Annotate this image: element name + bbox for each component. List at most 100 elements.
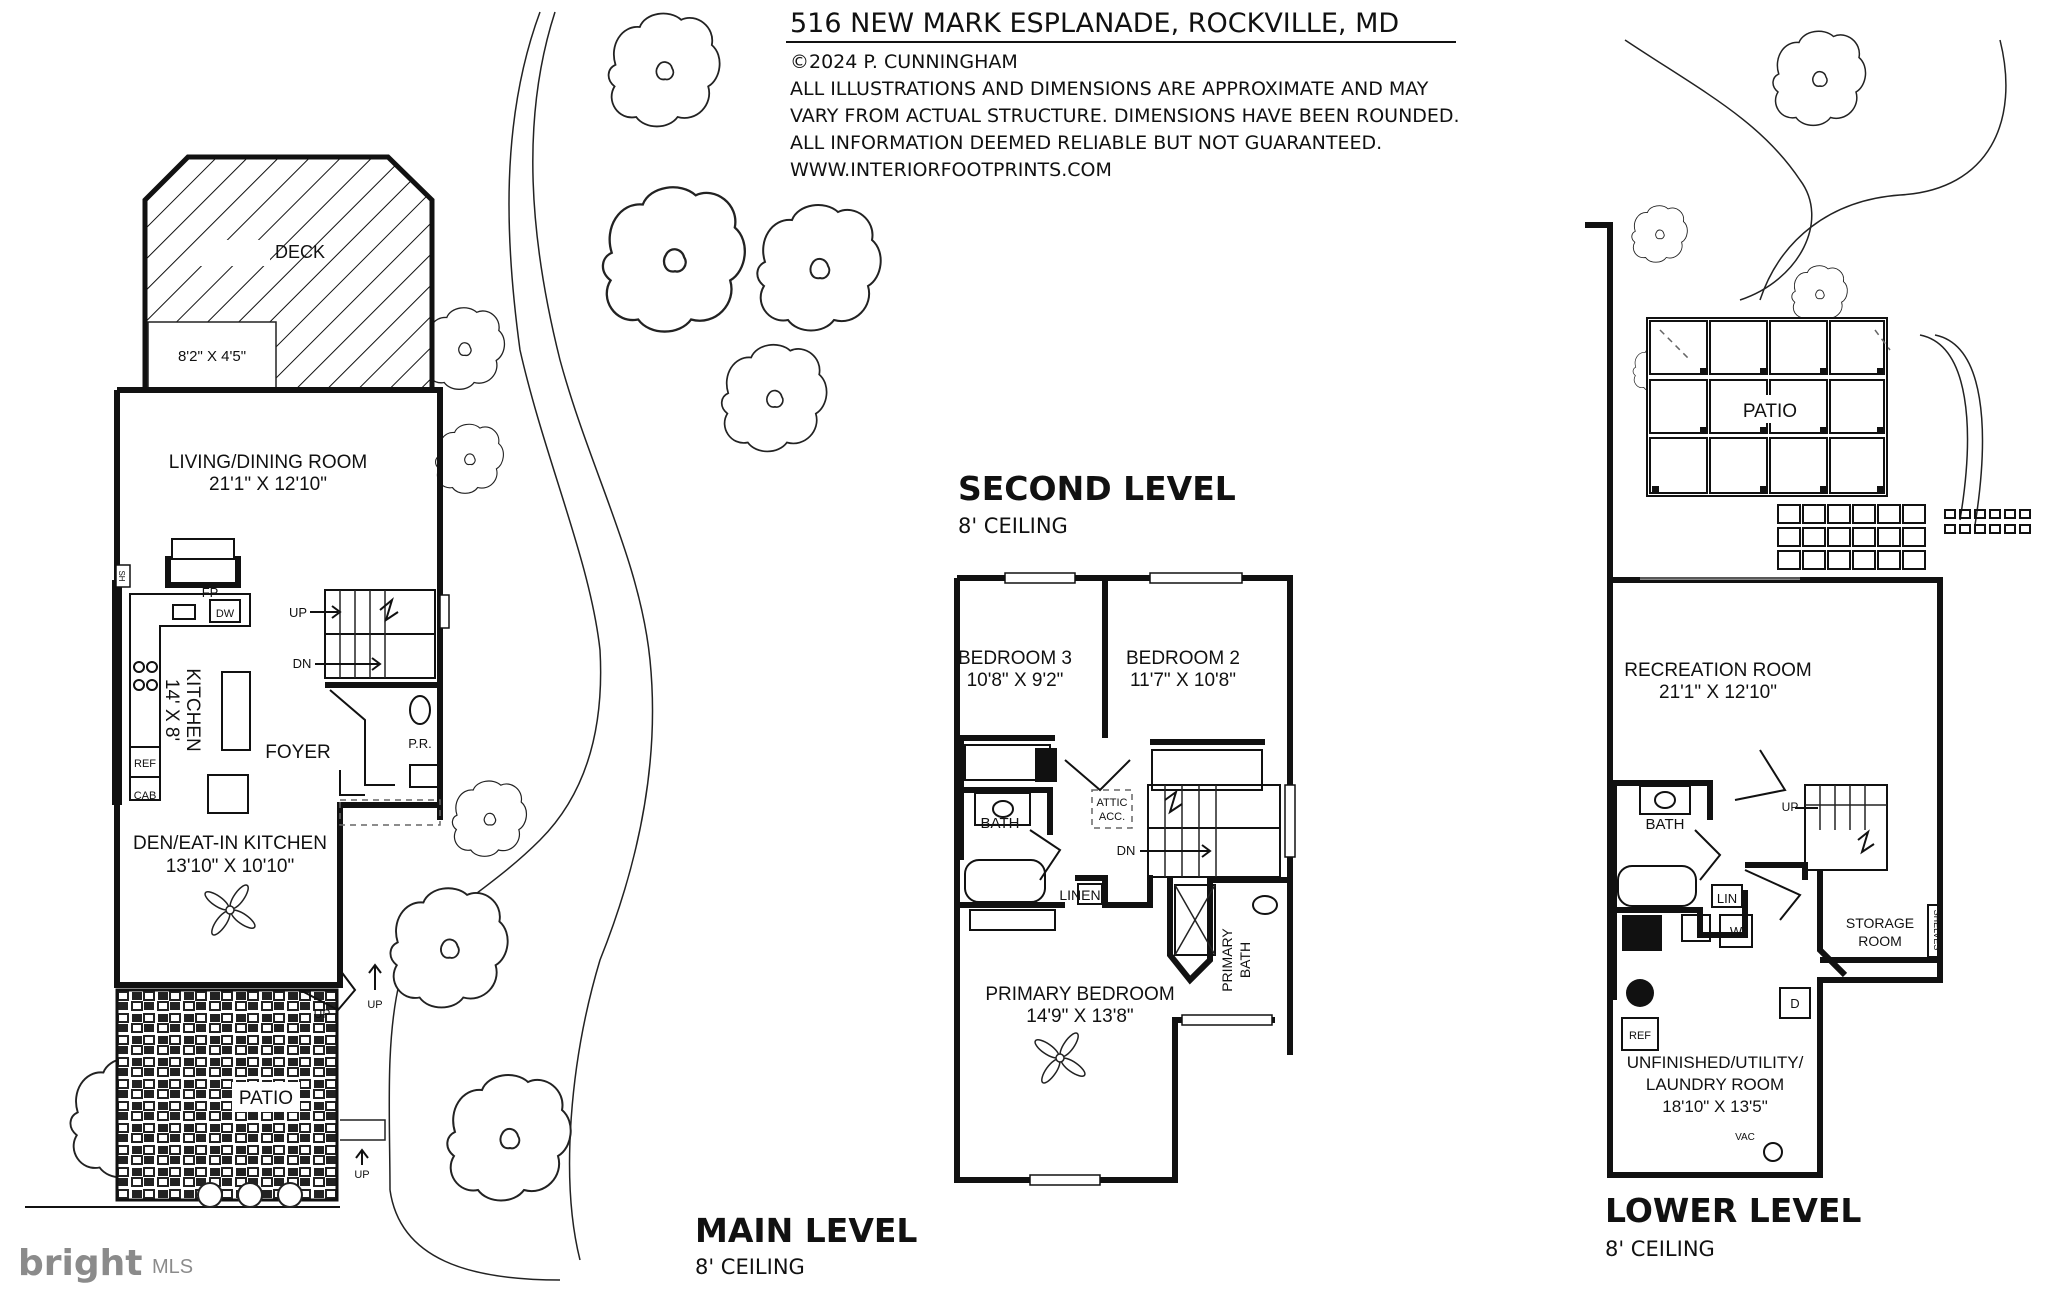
tree-icon [1791,265,1848,323]
lower-bath-label: BATH [1646,816,1685,833]
shower-icon [1174,884,1216,956]
primary-bedroom-name: PRIMARY BEDROOM [985,984,1174,1005]
kitchen-name: KITCHEN [182,668,203,751]
primary-bedroom-dimension: 14'9" X 13'8" [1026,1006,1133,1027]
deck-dimension: 8'2" X 4'5" [178,348,246,365]
storage-label-2: ROOM [1858,933,1902,949]
toilet-icon [409,695,431,725]
header-block: 516 NEW MARK ESPLANADE, ROCKVILLE, MD ©2… [786,8,1460,181]
address-title: 516 NEW MARK ESPLANADE, ROCKVILLE, MD [790,8,1399,39]
steps-up-label: UP [354,1169,369,1181]
tree-icon [423,307,506,390]
tree-icon [756,204,882,332]
hall-bath-label: BATH [981,815,1020,832]
lower-linen-label: LIN [1717,891,1737,906]
lower-path-line [1624,39,1813,301]
mls-logo: MLS [152,1256,193,1278]
main-level-title: MAIN LEVEL [695,1211,917,1250]
fireplace-label: FP [202,585,219,600]
main-level-ceiling: 8' CEILING [695,1255,805,1279]
bedroom-2-name: BEDROOM 2 [1126,648,1240,669]
powder-room-label: P.R. [408,736,432,751]
bright-logo: bright [18,1243,142,1284]
entry-steps [299,969,357,1012]
shelf-label: SH [117,570,126,581]
powder-room-door [329,689,395,786]
cabinet-label: CAB [134,790,157,802]
second-level-plan: SECOND LEVEL 8' CEILING BEDROOM 3 10'8" … [954,469,1296,1186]
lower-stairs-up-label: UP [1782,800,1799,814]
lower-patio: PATIO [1646,317,1891,497]
washer-label: W [1730,924,1743,939]
attic-label-2: ACC. [1099,811,1125,823]
hall-doors [1064,759,1131,792]
lower-patio-label: PATIO [1743,401,1797,422]
tree-icon [389,887,509,1009]
attic-label-1: ATTIC [1097,797,1128,809]
shelves-label: SHELVES [1932,910,1942,951]
lower-path-line-2 [1759,39,2007,301]
lower-level-plan: PATIO RECREATION ROOM 21'1" X 12'10" [1585,222,2031,1261]
main-wall [117,387,443,820]
dishwasher-label: DW [216,608,235,620]
main-patio [115,988,339,1202]
rec-door [1734,749,1787,801]
walkway-curve [389,1189,561,1281]
primary-bath-label-1: PRIMARY [1219,928,1235,992]
second-stairs-down-label: DN [1117,843,1136,858]
kitchen-dimension: 14' X 8' [161,679,182,741]
bedroom-3-dimension: 10'8" X 9'2" [967,670,1064,691]
vac-icon [1763,1142,1783,1162]
website-link[interactable]: WWW.INTERIORFOOTPRINTS.COM [790,159,1112,181]
tree-icon [434,423,504,494]
utility-dimension: 18'10" X 13'5" [1662,1097,1768,1116]
mls-watermark: bright MLS [18,1243,193,1284]
disclaimer-line-2: VARY FROM ACTUAL STRUCTURE. DIMENSIONS H… [790,105,1460,127]
fireplace-icon [165,556,241,588]
ceiling-fan-icon [1031,1029,1089,1087]
utility-name-2: LAUNDRY ROOM [1646,1075,1784,1094]
tree-icon [607,12,721,128]
foyer-label: FOYER [265,742,330,763]
refrigerator-label: REF [134,758,156,770]
living-dining-dimension: 21'1" X 12'10" [209,474,327,495]
tree-icon [601,186,746,333]
recreation-room-name: RECREATION ROOM [1624,660,1812,681]
furnace-icon [1622,915,1662,951]
range-box [207,774,249,814]
bedroom-2-dimension: 11'7" X 10'8" [1130,670,1236,691]
kitchen-island [221,671,251,751]
den-dimension: 13'10" X 10'10" [166,856,295,877]
copyright-text: ©2024 P. CUNNINGHAM [790,51,1018,73]
main-level-plan: DECK 8'2" X 4'5" LIVING/DINING ROOM 21'1… [25,154,917,1279]
walkway-edge-right [532,11,654,1261]
tree-icon [720,343,828,453]
landscape [69,11,2007,1281]
toilet-icon [1252,895,1278,915]
utility-name-1: UNFINISHED/UTILITY/ [1627,1053,1804,1072]
tree-icon [451,780,528,857]
bathtub-icon [1617,865,1697,907]
main-stairs [324,589,436,679]
attic-access [1091,789,1133,829]
stepping-stones [1777,504,2031,570]
bathtub-icon [964,859,1046,903]
lower-stairs [1804,784,1888,871]
storage-label-1: STORAGE [1846,915,1914,931]
tree-icon [446,1074,572,1202]
sink-icon [409,764,439,788]
stairs-down-label: DN [293,656,312,671]
foyer-closet [339,799,441,826]
primary-closet [969,909,1056,931]
deck-label: DECK [275,242,325,262]
lower-path-curve-2 [1934,334,1984,526]
water-heater-icon [1626,979,1654,1007]
second-level-title: SECOND LEVEL [958,469,1236,508]
bedroom-2-closet [1151,749,1263,791]
stairs-up-label: UP [289,605,307,620]
main-patio-label: PATIO [239,1088,293,1109]
ceiling-fan-icon [201,881,259,939]
entry-up-label: UP [314,1007,331,1021]
lower-path-curve [1919,334,1969,521]
